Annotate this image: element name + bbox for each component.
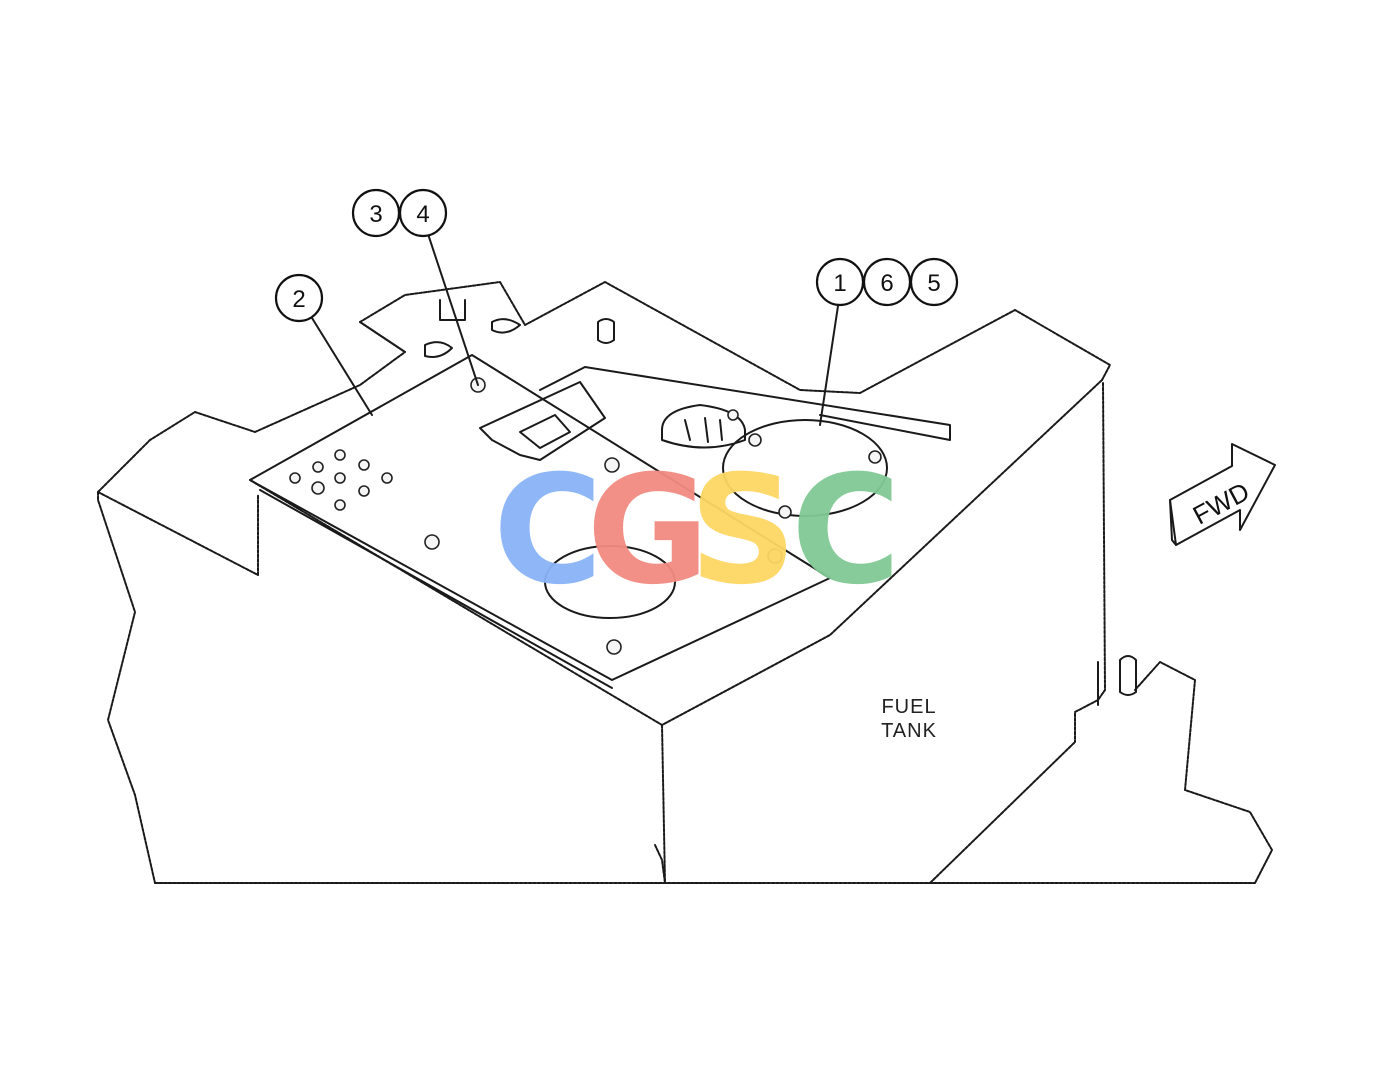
bolt [778, 505, 792, 519]
bolt [868, 450, 882, 464]
tank-label-line1: FUEL [881, 696, 936, 718]
fuel-sender-fitting [661, 404, 746, 449]
leader-lines [311, 233, 839, 426]
bolt [606, 639, 622, 655]
callout-3-label: 3 [369, 201, 382, 228]
callout-3: 3 [351, 188, 401, 238]
callout-4: 4 [398, 188, 448, 238]
callout-1: 1 [815, 257, 865, 307]
callout-6-label: 6 [880, 270, 893, 297]
callout-1-label: 1 [833, 270, 846, 297]
tank-outline [97, 281, 1273, 884]
callout-5-label: 5 [927, 270, 940, 297]
watermark-letter: C [493, 444, 603, 618]
access-opening-lower [544, 545, 676, 619]
callout-2: 2 [274, 273, 324, 323]
bolt [604, 457, 620, 473]
watermark-logo: C G S C [493, 444, 901, 618]
watermark-letter: C [791, 444, 901, 618]
bolt [748, 433, 762, 447]
bolt [767, 548, 783, 564]
callout-5: 5 [909, 257, 959, 307]
callout-6: 6 [862, 257, 912, 307]
forward-arrow-icon: FWD [1169, 443, 1276, 546]
callout-2-label: 2 [292, 286, 305, 313]
tank-label-line2: TANK [881, 720, 937, 742]
cover-plate [249, 299, 951, 689]
watermark-letter: G [586, 444, 709, 618]
plate-bolts [289, 377, 882, 655]
access-cover-upper [722, 419, 888, 517]
watermark-letter: S [689, 444, 797, 618]
bolt [424, 534, 440, 550]
callout-4-label: 4 [416, 201, 429, 228]
